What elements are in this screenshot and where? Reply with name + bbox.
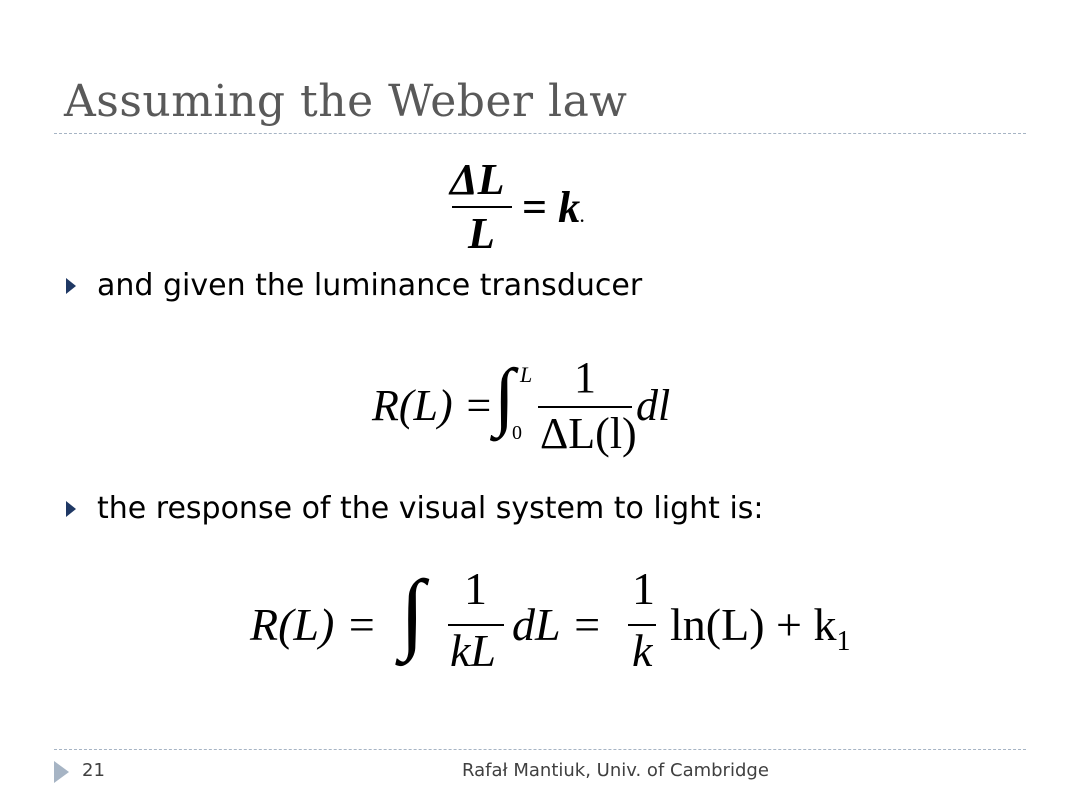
integral-upper-limit: L [520,362,533,387]
weber-numerator: ΔL [450,155,505,204]
bullet-triangle-icon [66,277,76,294]
weber-law-equation: ΔL L = k. [440,150,640,260]
integral-lower-limit: 0 [512,422,522,444]
transducer-fraction-bar [538,406,632,408]
transducer-denominator: ΔL(l) [540,409,637,458]
integral-sign-icon: ∫ [400,563,425,662]
bullet-item: and given the luminance transducer [66,268,642,303]
bullet-text: the response of the visual system to lig… [97,491,764,526]
slide-title: Assuming the Weber law [64,76,628,127]
weber-denominator: L [468,209,495,258]
bullet-item: the response of the visual system to lig… [66,491,764,526]
response-numerator-2: 1 [632,563,655,614]
response-middle: dL = [512,599,603,650]
bullet-triangle-icon [66,500,76,517]
response-rhs: ln(L) + k1 [670,599,851,658]
integral-sign-icon: ∫ [494,354,515,438]
response-equation: R(L) = ∫ 1 kL dL = 1 k ln(L) + k1 [250,563,870,678]
response-lhs: R(L) = [250,599,377,650]
footer-triangle-icon [54,761,69,783]
weber-fraction-bar [452,206,512,208]
footer-author: Rafał Mantiuk, Univ. of Cambridge [462,760,769,781]
title-divider [54,133,1026,134]
bullet-text: and given the luminance transducer [97,268,643,303]
transducer-equation: R(L) = ∫ L 0 1 ΔL(l) dl [372,350,692,470]
footer-divider [54,749,1026,750]
transducer-differential: dl [636,381,671,430]
response-fraction-bar-1 [448,624,504,626]
transducer-numerator: 1 [574,353,596,402]
weber-rhs: = k. [522,183,585,232]
response-denominator-2: k [632,625,653,676]
transducer-lhs: R(L) = [372,381,494,430]
response-fraction-bar-2 [628,624,656,626]
response-numerator-1: 1 [464,563,487,614]
response-denominator-1: kL [450,625,496,676]
page-number: 21 [82,760,105,781]
